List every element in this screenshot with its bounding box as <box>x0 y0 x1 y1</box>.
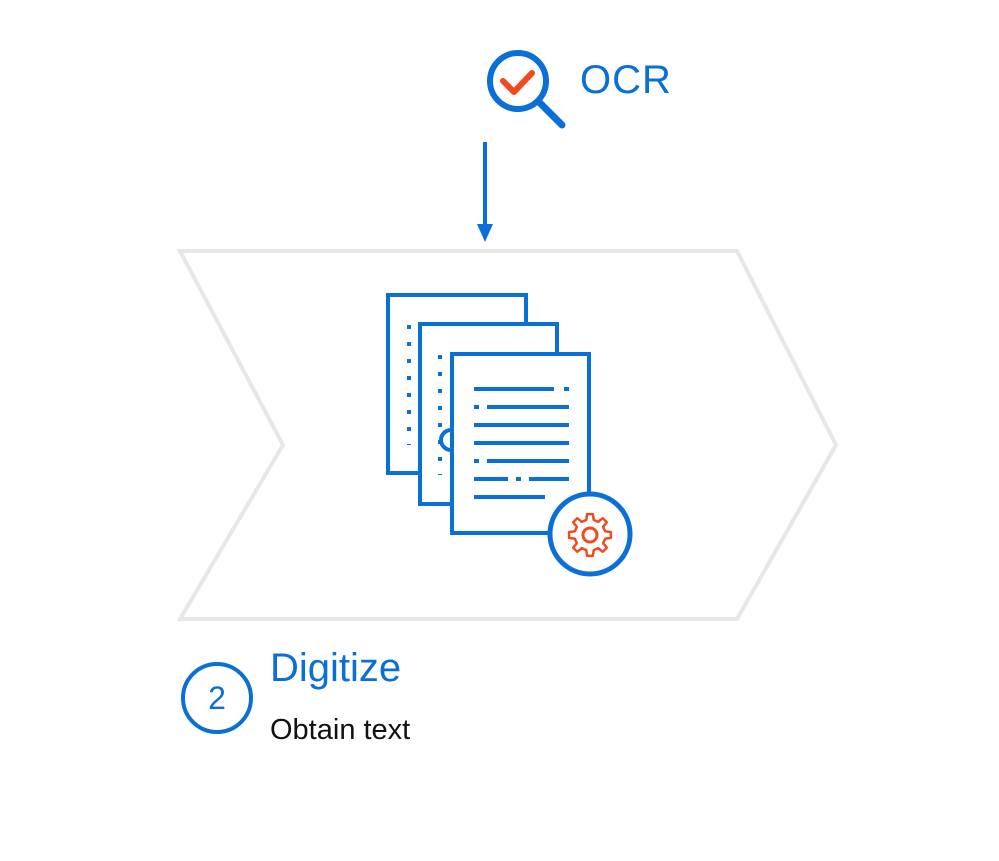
magnifier-check-icon <box>487 50 566 129</box>
step-number-badge: 2 <box>181 662 253 734</box>
ocr-label: OCR <box>580 58 672 102</box>
down-arrow <box>477 142 493 242</box>
step-title: Digitize <box>270 646 402 690</box>
step-subtitle: Obtain text <box>270 714 411 746</box>
documents-gear-icon <box>386 293 633 577</box>
